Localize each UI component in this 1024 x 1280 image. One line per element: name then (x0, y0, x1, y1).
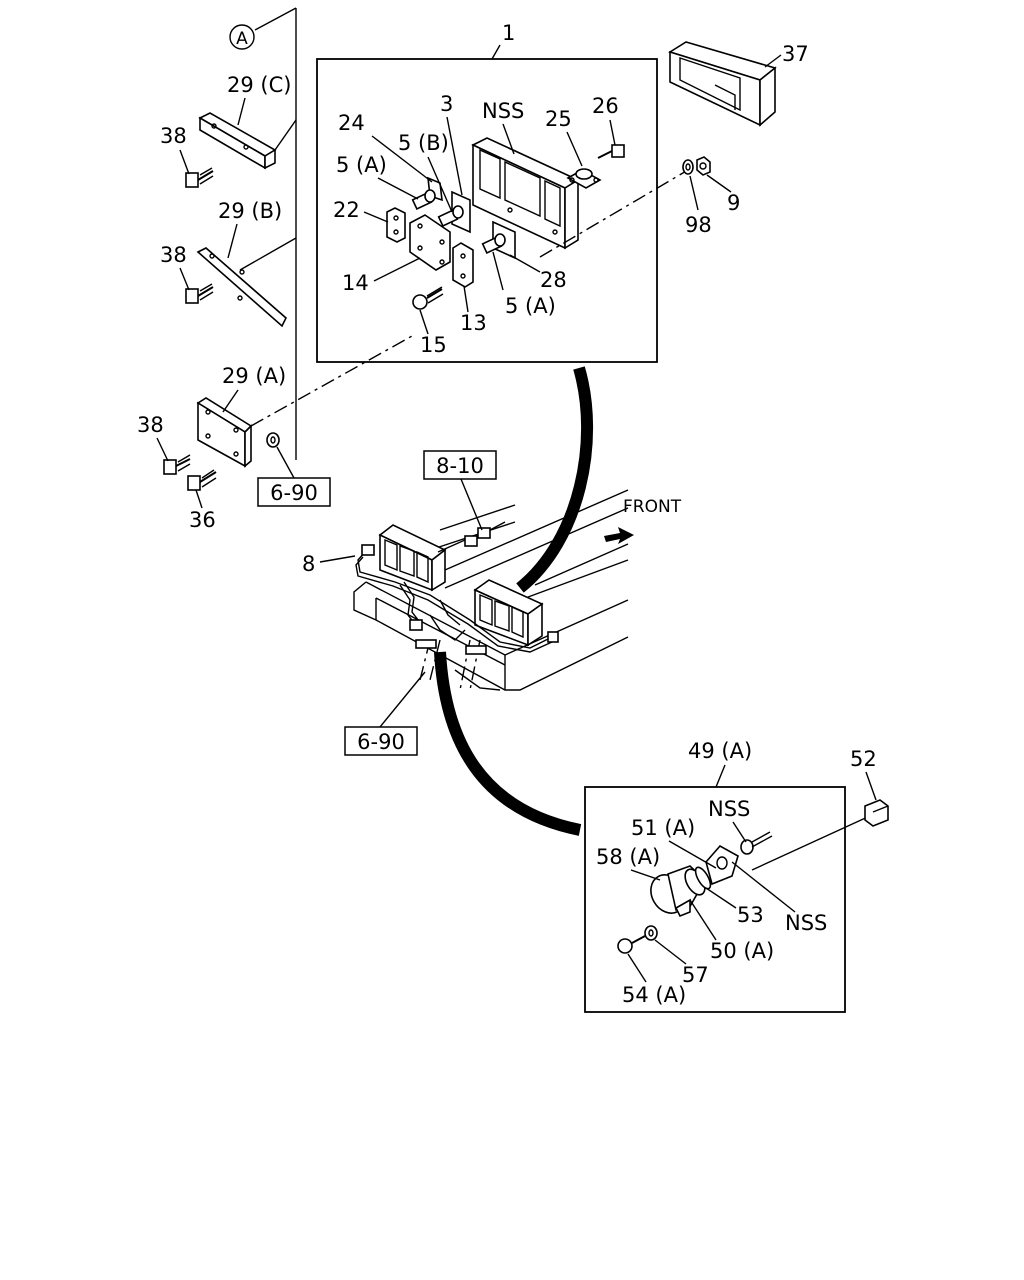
part-15-screw (412, 286, 444, 310)
bolt-38-2 (185, 283, 214, 304)
part-9-label: 9 (727, 191, 740, 215)
part-38-label-1: 38 (160, 124, 187, 148)
part-54a-screw (617, 935, 646, 954)
nss-top-label: NSS (482, 99, 524, 123)
ref-6-90-label-bottom: 6-90 (357, 730, 405, 754)
part-14-label: 14 (342, 271, 369, 295)
section-a: A 29 (C) 38 29 (137, 7, 413, 532)
part-13-label: 13 (460, 311, 487, 335)
bracket-29b (196, 237, 297, 328)
bolt-38-3 (163, 454, 191, 475)
part-15-label: 15 (420, 333, 447, 357)
part-9-nut (696, 156, 711, 176)
part-22-pad (386, 207, 406, 243)
connector-curve-top (516, 366, 594, 593)
part-38-label-3: 38 (137, 413, 164, 437)
part-5a-label-1: 5 (A) (336, 153, 387, 177)
part-36-label: 36 (189, 508, 216, 532)
ref-a-leader (254, 7, 297, 31)
part-52-connector (864, 799, 889, 827)
part-54a-label: 54 (A) (622, 983, 686, 1007)
part-25-socket (566, 168, 602, 189)
part-26-screw (597, 144, 625, 159)
part-24-label: 24 (338, 111, 365, 135)
part-58a-label: 58 (A) (596, 845, 660, 869)
section-1-box: 1 NSS 25 26 (316, 21, 689, 363)
dashed-leader-29a (250, 335, 413, 427)
ref-a-label: A (236, 29, 248, 49)
part-53-gasket (694, 866, 712, 890)
part-52-label: 52 (850, 747, 877, 771)
bracket-29c (198, 112, 297, 170)
part-58a-lens (650, 865, 707, 914)
part-1-label: 1 (502, 21, 515, 45)
nss-bottom-label-2: NSS (785, 911, 827, 935)
part-37-label: 37 (782, 42, 809, 66)
part-28-label: 28 (540, 268, 567, 292)
part-8-label: 8 (302, 552, 315, 576)
part-26-label: 26 (592, 94, 619, 118)
connector-curve-bottom (434, 651, 582, 836)
front-label: FRONT (623, 497, 682, 517)
lamp-housing (471, 137, 580, 250)
part-5b-label: 5 (B) (398, 131, 449, 155)
part-50a-housing (674, 844, 739, 918)
section-49a-box: 49 (A) 58 (A) 53 50 (A) 51 (A) (584, 739, 873, 1013)
part-51a-label: 51 (A) (631, 816, 695, 840)
part-29c-label: 29 (C) (227, 73, 291, 97)
part-29b-label: 29 (B) (218, 199, 282, 223)
part-5a-bulb-1 (411, 189, 436, 210)
part-53-label: 53 (737, 903, 764, 927)
nss-bottom-label-1: NSS (708, 797, 750, 821)
part-37-cover (668, 41, 777, 127)
part-22-label: 22 (333, 198, 360, 222)
bolt-36 (187, 469, 217, 491)
part-98-label: 98 (685, 213, 712, 237)
front-arrow-icon (604, 527, 634, 544)
part-57-label: 57 (682, 963, 709, 987)
bolt-38-1 (185, 167, 214, 188)
bracket-29a (196, 397, 253, 468)
part-98-washer (682, 159, 694, 175)
ref-8-10-label: 8-10 (436, 454, 484, 478)
part-3-label: 3 (440, 92, 453, 116)
dashed-leader-nut (539, 169, 689, 258)
ref-box-6-90-top (257, 477, 331, 507)
vehicle-frame (353, 489, 629, 691)
part-25-label: 25 (545, 107, 572, 131)
nss-bulb-socket (740, 831, 773, 855)
part-14-gasket (409, 214, 451, 271)
part-50a-label: 50 (A) (710, 939, 774, 963)
part-29a-label: 29 (A) (222, 364, 286, 388)
ref-box-8-10 (423, 450, 497, 480)
part-5a-label-2: 5 (A) (505, 294, 556, 318)
ref-6-90-label-top: 6-90 (270, 481, 318, 505)
part-49a-label: 49 (A) (688, 739, 752, 763)
part-13-pad (452, 242, 474, 288)
part-5b-bulb (437, 205, 464, 227)
part-5a-bulb-2 (481, 233, 506, 254)
ref-box-6-90-bottom (344, 726, 418, 756)
ref-a-circle (229, 24, 255, 50)
part-38-label-2: 38 (160, 243, 187, 267)
washer (266, 432, 280, 448)
part-57-washer (644, 925, 658, 941)
